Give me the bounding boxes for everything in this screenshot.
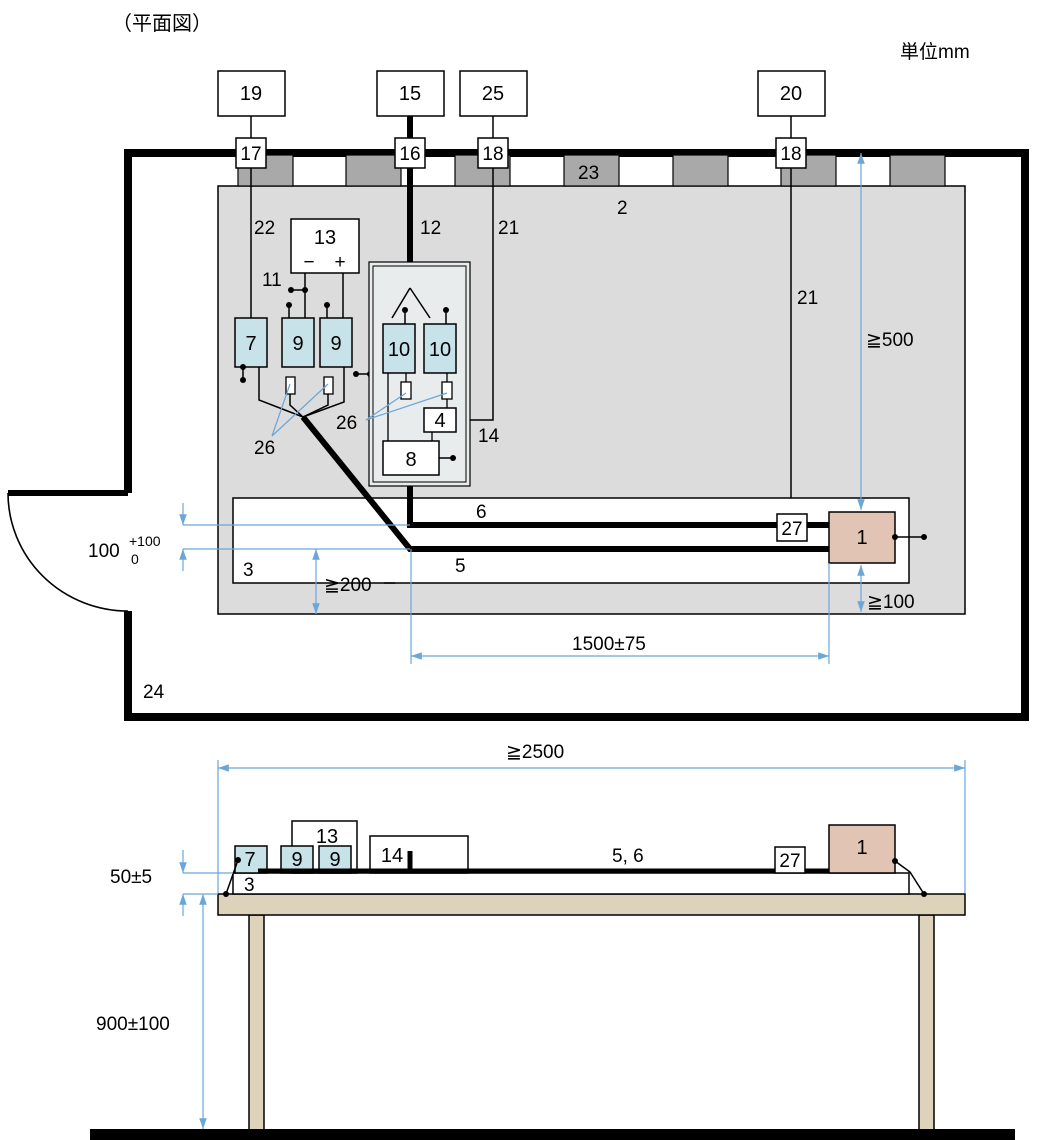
label-24: 24: [143, 682, 165, 703]
dim-500: ≧500: [866, 330, 914, 351]
dim-100-sub: 0: [131, 551, 139, 567]
box-20-label: 20: [780, 83, 802, 105]
elev-box-14: [369, 835, 469, 874]
door-swing: [7, 492, 129, 612]
wall-block: [889, 154, 946, 187]
box-9b-label: 9: [330, 333, 341, 355]
box-4-label: 4: [434, 410, 445, 432]
dim-100-sup: +100: [129, 533, 161, 549]
box-25-label: 25: [482, 83, 504, 105]
label-6: 6: [476, 502, 487, 523]
box-10b: [423, 323, 457, 374]
port-16: [394, 137, 426, 169]
label-5: 5: [455, 556, 466, 577]
floor: [90, 1129, 1015, 1140]
elev-label-3: 3: [244, 875, 255, 896]
box-19-label: 19: [240, 83, 262, 105]
label-23: 23: [578, 163, 599, 184]
box-9a-label: 9: [292, 333, 303, 355]
room-wall: [124, 149, 1029, 721]
elev-box-27-label: 27: [779, 851, 800, 872]
dim-900: 900±100: [96, 1014, 170, 1035]
elev-eut-box-1: [828, 824, 896, 874]
box-13-plus: +: [334, 252, 345, 273]
label-14: 14: [478, 426, 500, 447]
box-7-label: 7: [245, 333, 256, 355]
dim-100b: ≧100: [867, 592, 915, 613]
box-13: [290, 218, 360, 274]
table-leg-right: [918, 914, 935, 1131]
port-18b-label: 18: [780, 144, 801, 165]
box-8: [382, 440, 440, 476]
dim-2500: ≧2500: [506, 742, 564, 763]
elev-eut-box-1-label: 1: [856, 837, 867, 859]
box-10b-label: 10: [429, 339, 451, 361]
box-25: [459, 70, 528, 117]
eut-box-1: [828, 511, 896, 564]
wall-block-23: [563, 154, 620, 187]
port-18a: [477, 137, 509, 169]
label-26a: 26: [254, 438, 275, 459]
dim-50: 50±5: [110, 867, 152, 888]
box-4: [423, 407, 457, 433]
box-10a-label: 10: [388, 339, 410, 361]
elev-box-27: [774, 846, 806, 874]
elev-box-7-label: 7: [244, 849, 255, 871]
wall-block: [345, 154, 402, 187]
label-2: 2: [617, 198, 628, 219]
box-7: [234, 317, 268, 368]
port-18b: [775, 137, 807, 169]
elev-box-13-label: 13: [316, 826, 338, 848]
port-16-label: 16: [399, 144, 420, 165]
dim-100: 100: [88, 541, 120, 562]
box-20: [757, 70, 826, 117]
label-12: 12: [420, 218, 441, 239]
box-8-label: 8: [405, 449, 416, 471]
box-10a: [382, 323, 416, 374]
label-26b: 26: [336, 413, 357, 434]
plan-view-title: （平面図）: [112, 12, 212, 35]
box-9a: [281, 317, 315, 368]
box-27: [776, 513, 808, 542]
dim-1500: 1500±75: [572, 634, 646, 655]
elev-box-9a-label: 9: [291, 849, 302, 871]
box-27-label: 27: [781, 519, 802, 540]
table-leg-left: [248, 914, 265, 1131]
table-top: [217, 893, 966, 916]
box-15-label: 15: [399, 83, 421, 105]
label-11: 11: [262, 270, 282, 291]
label-3: 3: [243, 560, 254, 581]
label-21a: 21: [498, 218, 519, 239]
label-21b: 21: [797, 288, 818, 309]
box-19: [217, 70, 286, 117]
label-22: 22: [254, 218, 275, 239]
eut-box-1-label: 1: [856, 527, 867, 549]
dim-200: ≧200: [324, 575, 372, 596]
port-17-label: 17: [240, 144, 261, 165]
box-15: [376, 70, 445, 117]
elev-support-3: [232, 872, 910, 895]
box-13-label: 13: [314, 227, 336, 249]
elev-box-9b-label: 9: [329, 849, 340, 871]
elev-cable-label: 5, 6: [612, 846, 644, 867]
unit-label: 単位mm: [900, 41, 970, 63]
elev-box-14-label: 14: [381, 845, 403, 867]
wall-block: [672, 154, 729, 187]
box-13-minus: −: [303, 252, 314, 273]
port-17: [235, 137, 267, 169]
port-18a-label: 18: [482, 144, 503, 165]
box-9b: [319, 317, 353, 368]
